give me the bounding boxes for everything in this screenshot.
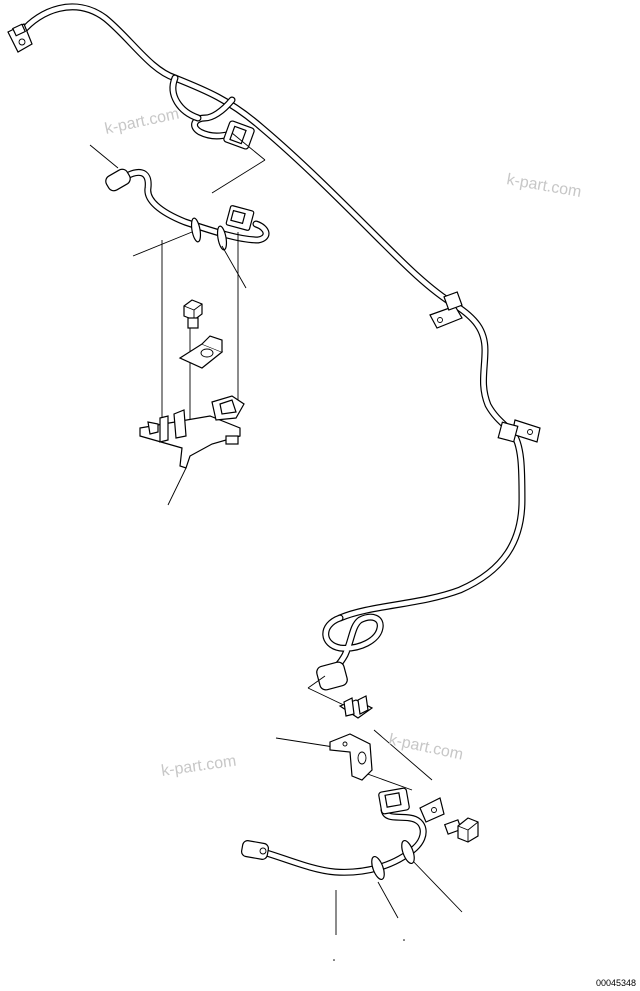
bolt-lower [443,817,479,843]
harness-clamp-lower [497,419,541,443]
dot-mark [333,959,335,961]
upper-branch [169,74,236,140]
main-harness [18,3,526,676]
bracket-small-upper [178,335,224,369]
connector-upper [223,120,255,150]
watermark-text: k-part.com [103,106,180,138]
watermark-text: k-part.com [160,753,237,780]
bracket-large-upper [139,395,245,469]
upper-sub-harness [105,168,270,251]
leader-lines-lower [275,675,463,935]
watermark-text: k-part.com [387,731,464,763]
harness-clamp-mid [429,291,463,329]
lower-sub-harness [241,787,445,881]
dot-mark [403,939,405,941]
ring-terminal-top [7,23,33,53]
drawing-code: 00045348 [596,978,636,988]
bolt-upper [183,299,203,329]
leader-lines-upper [89,132,266,506]
watermark-text: k-part.com [505,171,582,201]
bracket-large-lower [329,695,374,781]
connector-lower [316,661,348,691]
